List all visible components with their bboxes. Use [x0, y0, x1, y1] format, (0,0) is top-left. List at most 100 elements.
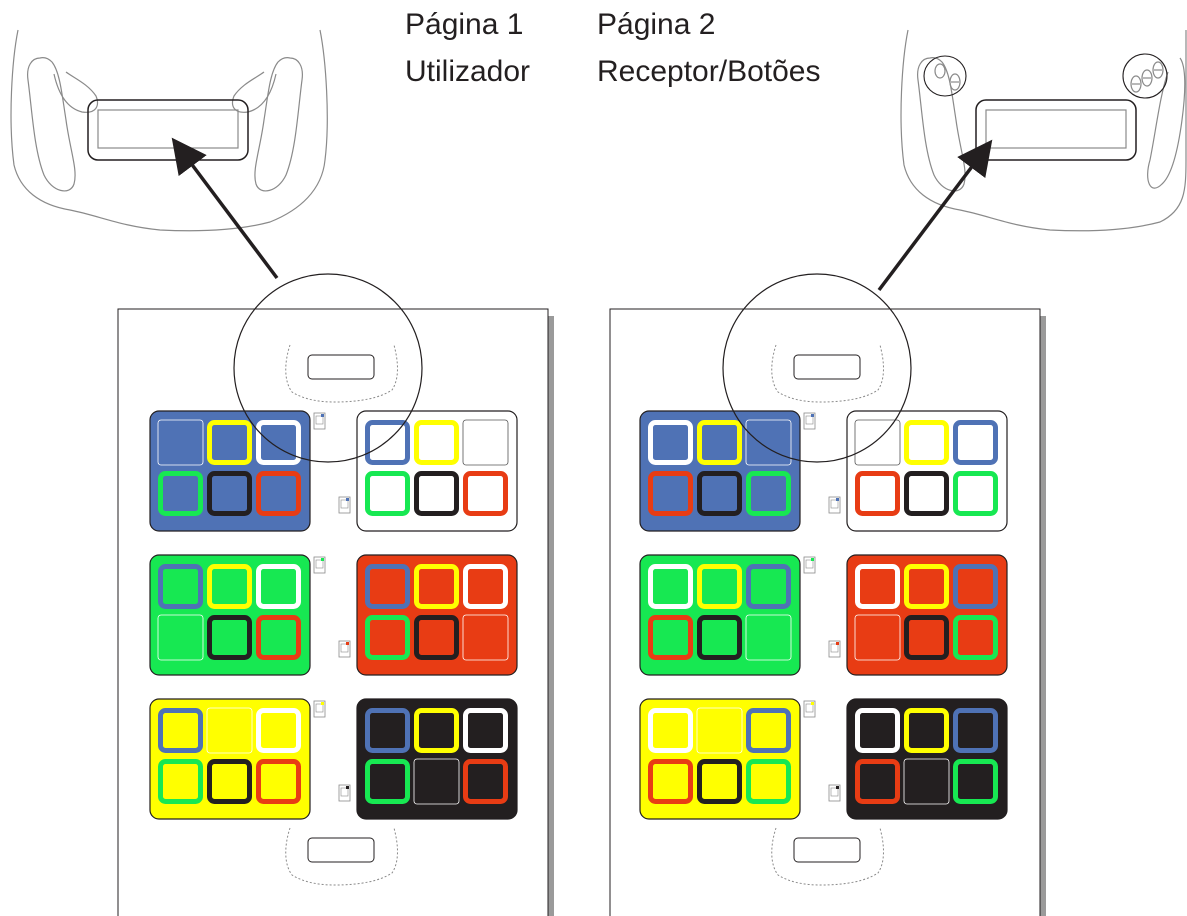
button-cell-white: [256, 708, 301, 753]
button-cell: [854, 614, 901, 661]
mini-device-icon: [313, 556, 326, 574]
mini-device-icon: [803, 556, 816, 574]
button-cell: [206, 707, 253, 754]
button-cell-green: [365, 615, 410, 660]
button-cell-red: [648, 759, 693, 804]
button-cell-red: [256, 471, 301, 516]
arrow-page1-to-display: [171, 137, 279, 280]
color-panel-red: [828, 554, 1008, 676]
button-cell-yellow: [414, 708, 459, 753]
button-cell-black: [697, 615, 742, 660]
button-cell-yellow: [414, 420, 459, 465]
button-cell-blue: [158, 564, 203, 609]
button-cell-red: [463, 759, 508, 804]
button-cell-black: [414, 471, 459, 516]
button-cell-yellow: [904, 420, 949, 465]
button-cell-blue: [953, 420, 998, 465]
button-cell-blue: [365, 420, 410, 465]
mini-device-icon: [338, 496, 351, 514]
button-cell-white: [648, 708, 693, 753]
button-cell-black: [207, 615, 252, 660]
magnifier-circle-page2: [722, 273, 912, 463]
button-cell: [903, 758, 950, 805]
page2-title: Página 2: [597, 8, 716, 41]
button-cell-black: [207, 759, 252, 804]
button-cell-white: [256, 420, 301, 465]
button-cell-black: [697, 471, 742, 516]
button-cell-black: [697, 759, 742, 804]
button-cell: [745, 419, 792, 466]
button-cell-blue: [365, 564, 410, 609]
mini-handset-icon: [285, 827, 398, 886]
button-cell: [157, 419, 204, 466]
button-cell: [157, 614, 204, 661]
button-cell-yellow: [414, 564, 459, 609]
handset-user-icon: [10, 29, 328, 232]
button-cell-white: [256, 564, 301, 609]
button-cell-green: [365, 759, 410, 804]
button-cell-red: [256, 759, 301, 804]
button-cell-blue: [746, 564, 791, 609]
mini-handset-icon: [285, 344, 398, 403]
color-panel-yellow: [149, 698, 326, 820]
button-cell-white: [855, 708, 900, 753]
button-cell-black: [207, 471, 252, 516]
arrow-page2-to-display: [877, 139, 993, 292]
button-cell-yellow: [207, 420, 252, 465]
button-cell: [854, 419, 901, 466]
button-cell: [462, 614, 509, 661]
button-cell-red: [648, 471, 693, 516]
color-panel-black: [828, 698, 1008, 820]
mini-device-icon: [803, 700, 816, 718]
button-cell-blue: [746, 708, 791, 753]
button-cell-green: [158, 471, 203, 516]
button-cell-yellow: [904, 708, 949, 753]
mini-device-icon: [803, 412, 816, 430]
button-cell-red: [463, 471, 508, 516]
color-panel-yellow: [639, 698, 816, 820]
button-cell-green: [953, 615, 998, 660]
button-cell-green: [953, 471, 998, 516]
button-cell-blue: [953, 564, 998, 609]
button-cell-yellow: [904, 564, 949, 609]
button-cell-green: [953, 759, 998, 804]
button-cell-red: [648, 615, 693, 660]
button-cell-green: [365, 471, 410, 516]
button-cell: [745, 614, 792, 661]
magnifier-circle-page1: [233, 273, 423, 463]
button-cell-yellow: [697, 564, 742, 609]
button-cell-black: [904, 615, 949, 660]
button-cell-green: [746, 759, 791, 804]
page2-subtitle: Receptor/Botões: [597, 55, 821, 88]
button-cell-red: [855, 759, 900, 804]
color-panel-blue: [149, 410, 326, 532]
button-cell-black: [904, 471, 949, 516]
mini-device-icon: [828, 496, 841, 514]
button-cell: [413, 758, 460, 805]
color-panel-red: [338, 554, 518, 676]
button-cell-white: [855, 564, 900, 609]
button-cell-yellow: [697, 420, 742, 465]
color-panel-white: [828, 410, 1008, 532]
button-cell-white: [463, 708, 508, 753]
button-cell-black: [414, 615, 459, 660]
page1-title: Página 1: [405, 8, 524, 41]
button-cell: [696, 707, 743, 754]
mini-device-icon: [313, 700, 326, 718]
button-cell-blue: [953, 708, 998, 753]
page1-subtitle: Utilizador: [405, 55, 531, 88]
button-cell-blue: [158, 708, 203, 753]
color-panel-green: [639, 554, 816, 676]
mini-device-icon: [828, 640, 841, 658]
color-panel-blue: [639, 410, 816, 532]
color-panel-green: [149, 554, 326, 676]
button-cell-white: [648, 564, 693, 609]
handset-receiver-icon: [900, 29, 1187, 232]
color-panel-black: [338, 698, 518, 820]
button-cell-white: [463, 564, 508, 609]
button-cell-green: [746, 471, 791, 516]
color-panel-white: [338, 410, 518, 532]
mini-device-icon: [313, 412, 326, 430]
mini-handset-icon: [771, 827, 884, 886]
